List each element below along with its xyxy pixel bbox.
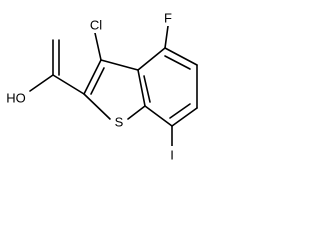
atom-label-cl: Cl bbox=[90, 18, 102, 33]
bond-c6-c7-inner bbox=[169, 103, 191, 119]
bond-c2-c3 bbox=[83, 59, 102, 95]
atom-label-oh: HO bbox=[6, 91, 26, 106]
bond-c3-c3a bbox=[100, 59, 139, 71]
bond-c4-c5 bbox=[164, 47, 198, 66]
fluorine-atom: F bbox=[162, 10, 174, 26]
chlorine-atom: Cl bbox=[87, 17, 105, 33]
bond-c2-ccooh bbox=[52, 74, 85, 95]
bond-c3a-c4 bbox=[137, 47, 166, 71]
atom-label-f: F bbox=[164, 11, 172, 26]
benzothiophene-structure: Cl F HO S I bbox=[4, 10, 198, 164]
bond-s-c7a bbox=[127, 105, 146, 120]
atom-labels: Cl F HO S I bbox=[4, 10, 177, 164]
bond-c6-c7 bbox=[171, 107, 198, 127]
iodine-atom: I bbox=[167, 146, 177, 164]
bond-c3-cl bbox=[94, 32, 102, 61]
bond-c-oh bbox=[29, 74, 54, 92]
bond-c2-c3-inner bbox=[90, 67, 105, 95]
bond-c7-c7a bbox=[144, 105, 173, 127]
bond-c4-f bbox=[164, 25, 169, 49]
bond-c4-c5-inner bbox=[164, 55, 191, 70]
bond-c3a-c7a-inner bbox=[143, 75, 151, 103]
bond-c3a-c7a bbox=[137, 69, 146, 107]
atom-label-i: I bbox=[170, 148, 174, 163]
atom-label-s: S bbox=[115, 115, 124, 130]
bonds bbox=[29, 25, 198, 147]
sulfur-atom: S bbox=[113, 114, 125, 130]
bond-c2-s bbox=[83, 93, 111, 120]
hydroxyl-group: HO bbox=[4, 90, 28, 106]
